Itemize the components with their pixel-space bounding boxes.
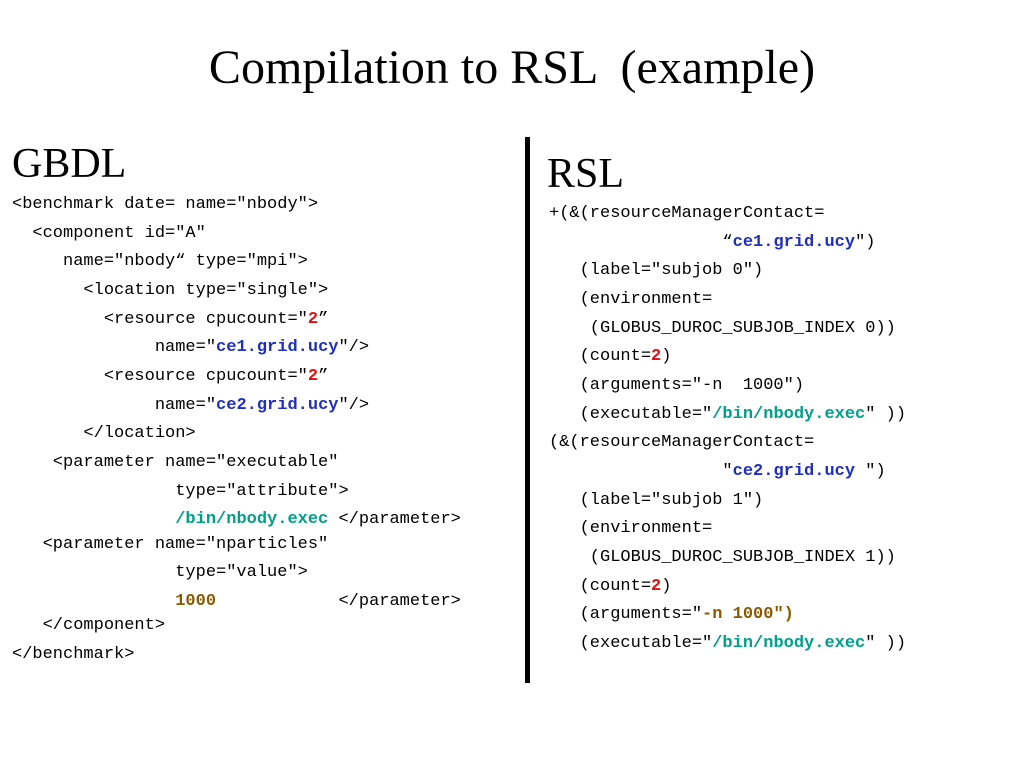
gbdl-line: name="nbody“ type="mpi"> (12, 252, 308, 271)
arguments-value: -n 1000") (702, 605, 794, 624)
gbdl-line: <location type="single"> (12, 281, 329, 300)
gbdl-line: </location> (12, 424, 196, 443)
rsl-line: (arguments="-n 1000") (549, 605, 794, 624)
slide-title: Compilation to RSL (example) (208, 41, 816, 94)
host-name: ce2.grid.ucy (732, 462, 856, 481)
gbdl-line: </benchmark> (12, 645, 135, 664)
rsl-line: (environment= (549, 519, 713, 538)
rsl-heading: RSL (547, 151, 625, 197)
rsl-line: (label="subjob 1") (549, 491, 764, 510)
cpucount-value: 2 (307, 310, 319, 329)
gbdl-line: name="ce1.grid.ucy"/> (12, 338, 370, 357)
rsl-line: (arguments="-n 1000") (549, 376, 805, 395)
gbdl-line: name="ce2.grid.ucy"/> (12, 396, 370, 415)
gbdl-line: <benchmark date= name="nbody"> (12, 195, 319, 214)
gbdl-line: </component> (12, 616, 166, 635)
rsl-line: (count=2) (549, 347, 672, 366)
gbdl-line: type="attribute"> (12, 482, 349, 501)
host-name: ce1.grid.ucy (732, 233, 856, 252)
rsl-line: (count=2) (549, 577, 672, 596)
executable-path: /bin/nbody.exec (175, 510, 329, 529)
gbdl-line: <component id="A" (12, 224, 206, 243)
executable-path: /bin/nbody.exec (712, 634, 866, 653)
rsl-line: (label="subjob 0") (549, 261, 764, 280)
rsl-line: (executable="/bin/nbody.exec" )) (549, 634, 907, 653)
host-name: ce1.grid.ucy (216, 338, 339, 357)
gbdl-line: type="value"> (12, 563, 308, 582)
gbdl-line: /bin/nbody.exec </parameter> (175, 510, 461, 529)
gbdl-line: <resource cpucount="2” (12, 367, 329, 386)
host-name: ce2.grid.ucy (216, 396, 339, 415)
gbdl-line: <resource cpucount="2” (12, 310, 329, 329)
rsl-line: (GLOBUS_DUROC_SUBJOB_INDEX 0)) (549, 319, 896, 338)
count-value: 2 (651, 347, 662, 366)
rsl-line: (GLOBUS_DUROC_SUBJOB_INDEX 1)) (549, 548, 896, 567)
executable-path: /bin/nbody.exec (712, 405, 866, 424)
gbdl-line: 1000 </parameter> (175, 592, 461, 611)
rsl-line: “ce1.grid.ucy") (549, 233, 876, 252)
nparticles-value: 1000 (175, 592, 217, 611)
rsl-line: +(&(resourceManagerContact= (549, 204, 825, 223)
rsl-line: (&(resourceManagerContact= (549, 433, 815, 452)
column-divider (525, 137, 530, 683)
gbdl-heading: GBDL (12, 141, 127, 187)
rsl-line: (environment= (549, 290, 713, 309)
cpucount-value: 2 (307, 367, 319, 386)
rsl-line: "ce2.grid.ucy ") (549, 462, 886, 481)
count-value: 2 (651, 577, 662, 596)
gbdl-line: <parameter name="executable" (12, 453, 339, 472)
gbdl-line: <parameter name="nparticles" (12, 535, 329, 554)
rsl-line: (executable="/bin/nbody.exec" )) (549, 405, 907, 424)
